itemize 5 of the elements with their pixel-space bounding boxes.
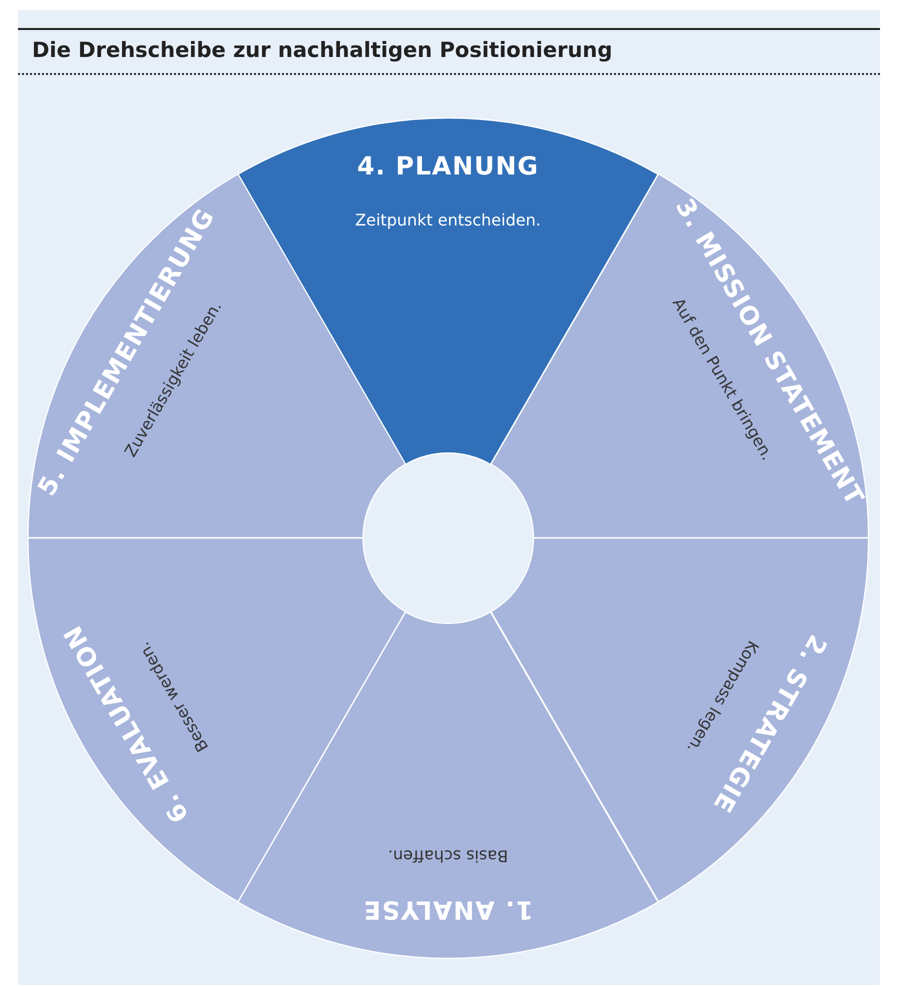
title: Die Drehscheibe zur nachhaltigen Positionierung [32,38,612,62]
segment-heading: 1. ANALYSE [362,895,534,924]
segment-text: Zeitpunkt entscheiden. [355,210,541,230]
segment-text: Basis schaffen. [388,846,508,866]
segment-heading: 4. PLANUNG [357,152,539,180]
